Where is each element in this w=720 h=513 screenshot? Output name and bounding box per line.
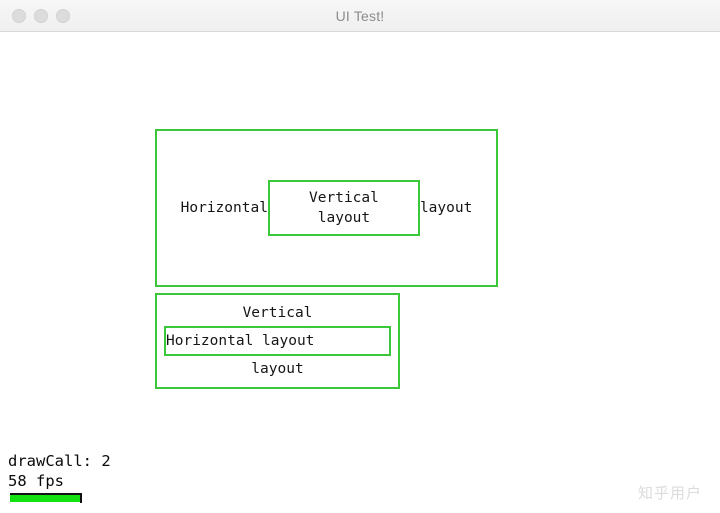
- nested-vertical-label-line2: layout: [317, 210, 371, 226]
- minimize-button-icon[interactable]: [34, 9, 48, 23]
- horizontal-group-right-label: layout: [419, 200, 473, 216]
- close-button-icon[interactable]: [12, 9, 26, 23]
- vertical-group-bottom-label: layout: [251, 361, 304, 377]
- window-title: UI Test!: [335, 8, 385, 24]
- fps-bar-right-edge: [80, 492, 82, 503]
- app-canvas: Horizontal Vertical layout layout Vertic…: [0, 33, 720, 513]
- window-titlebar: UI Test!: [0, 0, 720, 32]
- horizontal-group-left-label: Horizontal: [180, 200, 268, 216]
- fps-bar: [8, 492, 84, 503]
- nested-horizontal-label: Horizontal layout: [166, 333, 315, 349]
- vertical-group-top-label: Vertical: [242, 305, 313, 321]
- traffic-light-group: [12, 0, 70, 32]
- vertical-layout-group: Vertical Horizontal layout layout: [155, 293, 400, 389]
- fps-bar-fill: [10, 494, 80, 502]
- fps-counter: 58 fps: [8, 472, 64, 491]
- nested-vertical-label-line1: Vertical: [309, 190, 379, 206]
- drawcall-counter: drawCall: 2: [8, 452, 111, 470]
- vertical-layout-group-nested: Vertical layout: [267, 180, 420, 236]
- zoom-button-icon[interactable]: [56, 9, 70, 23]
- horizontal-layout-group-nested: Horizontal layout: [164, 326, 391, 356]
- fps-bar-top-edge: [10, 492, 82, 495]
- horizontal-layout-group: Horizontal Vertical layout layout: [155, 129, 498, 287]
- performance-stats-overlay: drawCall: 2 58 fps: [8, 451, 248, 503]
- watermark-label: 知乎用户: [637, 484, 702, 502]
